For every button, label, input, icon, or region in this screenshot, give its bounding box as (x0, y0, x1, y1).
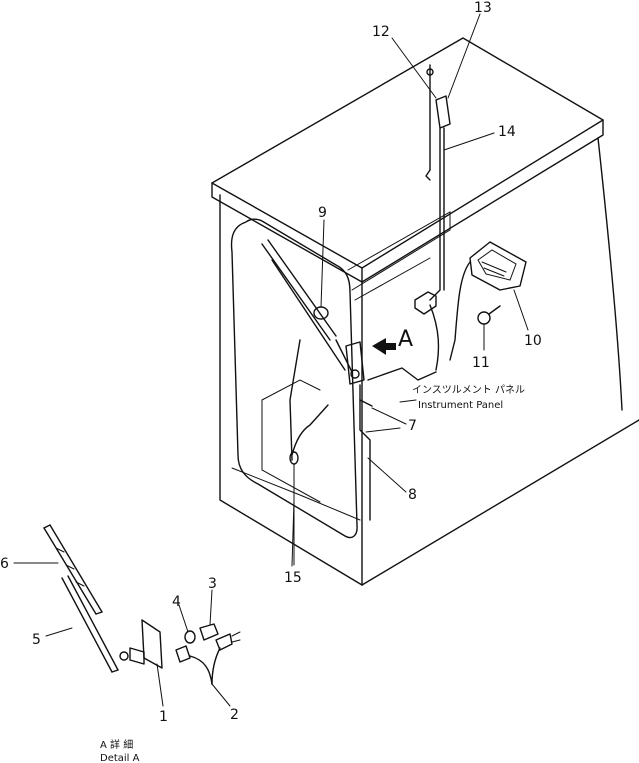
panel-label-jp: インスツルメント パネル (412, 384, 525, 396)
view-arrow-a: A (372, 327, 413, 355)
callout-11: 11 (472, 355, 490, 371)
antenna-12-13-14 (425, 64, 451, 301)
callout-14: 14 (498, 124, 516, 140)
callout-13: 13 (474, 0, 492, 16)
callout-15: 15 (284, 570, 302, 586)
relay-box (367, 291, 440, 381)
harness-15 (289, 404, 329, 566)
wiper-motor (345, 341, 365, 385)
bolt-11 (477, 305, 501, 325)
callout-1: 1 (159, 709, 168, 725)
callout-numbers: 1 2 3 4 5 6 7 8 9 10 11 12 13 14 15 (0, 0, 542, 725)
callout-8: 8 (408, 487, 417, 503)
cab-body (211, 37, 639, 586)
callout-9: 9 (318, 205, 327, 221)
work-light-10 (449, 241, 527, 361)
panel-label-en: Instrument Panel (418, 400, 503, 411)
view-marker-a: A (398, 327, 413, 352)
detail-label-en: Detail A (100, 753, 140, 763)
detail-a-parts (43, 524, 241, 685)
harness-7-8 (359, 384, 401, 521)
callout-10: 10 (524, 333, 542, 349)
detail-label-jp: A 詳 細 (100, 738, 133, 751)
callout-2: 2 (230, 707, 239, 723)
callout-12: 12 (372, 24, 390, 40)
wiper-assembly (261, 239, 353, 461)
callout-leaders (13, 13, 529, 707)
panel-leader (399, 399, 417, 403)
callout-3: 3 (208, 576, 217, 592)
callout-5: 5 (32, 632, 41, 648)
callout-6: 6 (0, 556, 9, 572)
callout-4: 4 (172, 594, 181, 610)
callout-7: 7 (408, 418, 417, 434)
